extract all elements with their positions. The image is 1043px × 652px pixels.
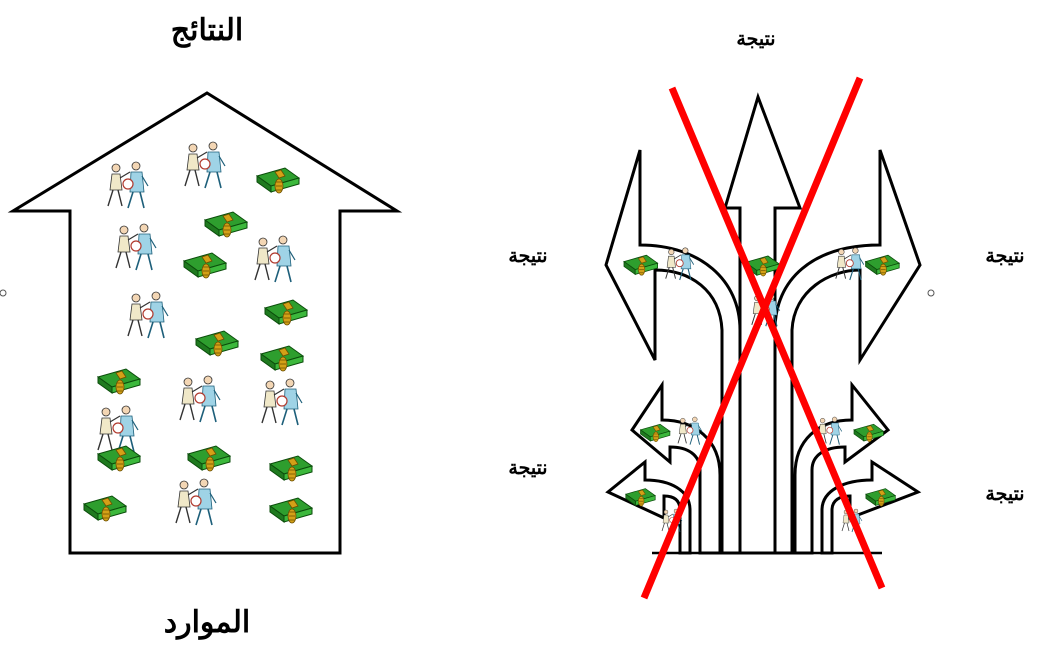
resources-title: الموارد <box>164 605 251 640</box>
label-left-low: نتيجة <box>508 457 547 479</box>
results-title: النتائج <box>171 13 243 48</box>
red-cross-line <box>668 86 886 590</box>
left-branch-arrow <box>604 149 742 555</box>
label-right-low: نتيجة <box>985 483 1024 505</box>
handle-dot <box>0 289 7 297</box>
red-cross-line <box>640 76 864 600</box>
right-branch-diagram: نتيجة نتيجة نتيجة نتيجة نتيجة <box>508 28 1025 600</box>
right-bottom-arrow <box>820 459 922 555</box>
right-branch-arrow <box>773 149 922 555</box>
label-top: نتيجة <box>736 28 775 50</box>
label-right-mid: نتيجة <box>985 245 1024 267</box>
handle-dot <box>927 289 935 297</box>
label-left-mid: نتيجة <box>508 245 547 267</box>
left-arrow-diagram: النتائج الموارد <box>0 13 403 640</box>
left-bottom-arrow <box>605 458 692 555</box>
